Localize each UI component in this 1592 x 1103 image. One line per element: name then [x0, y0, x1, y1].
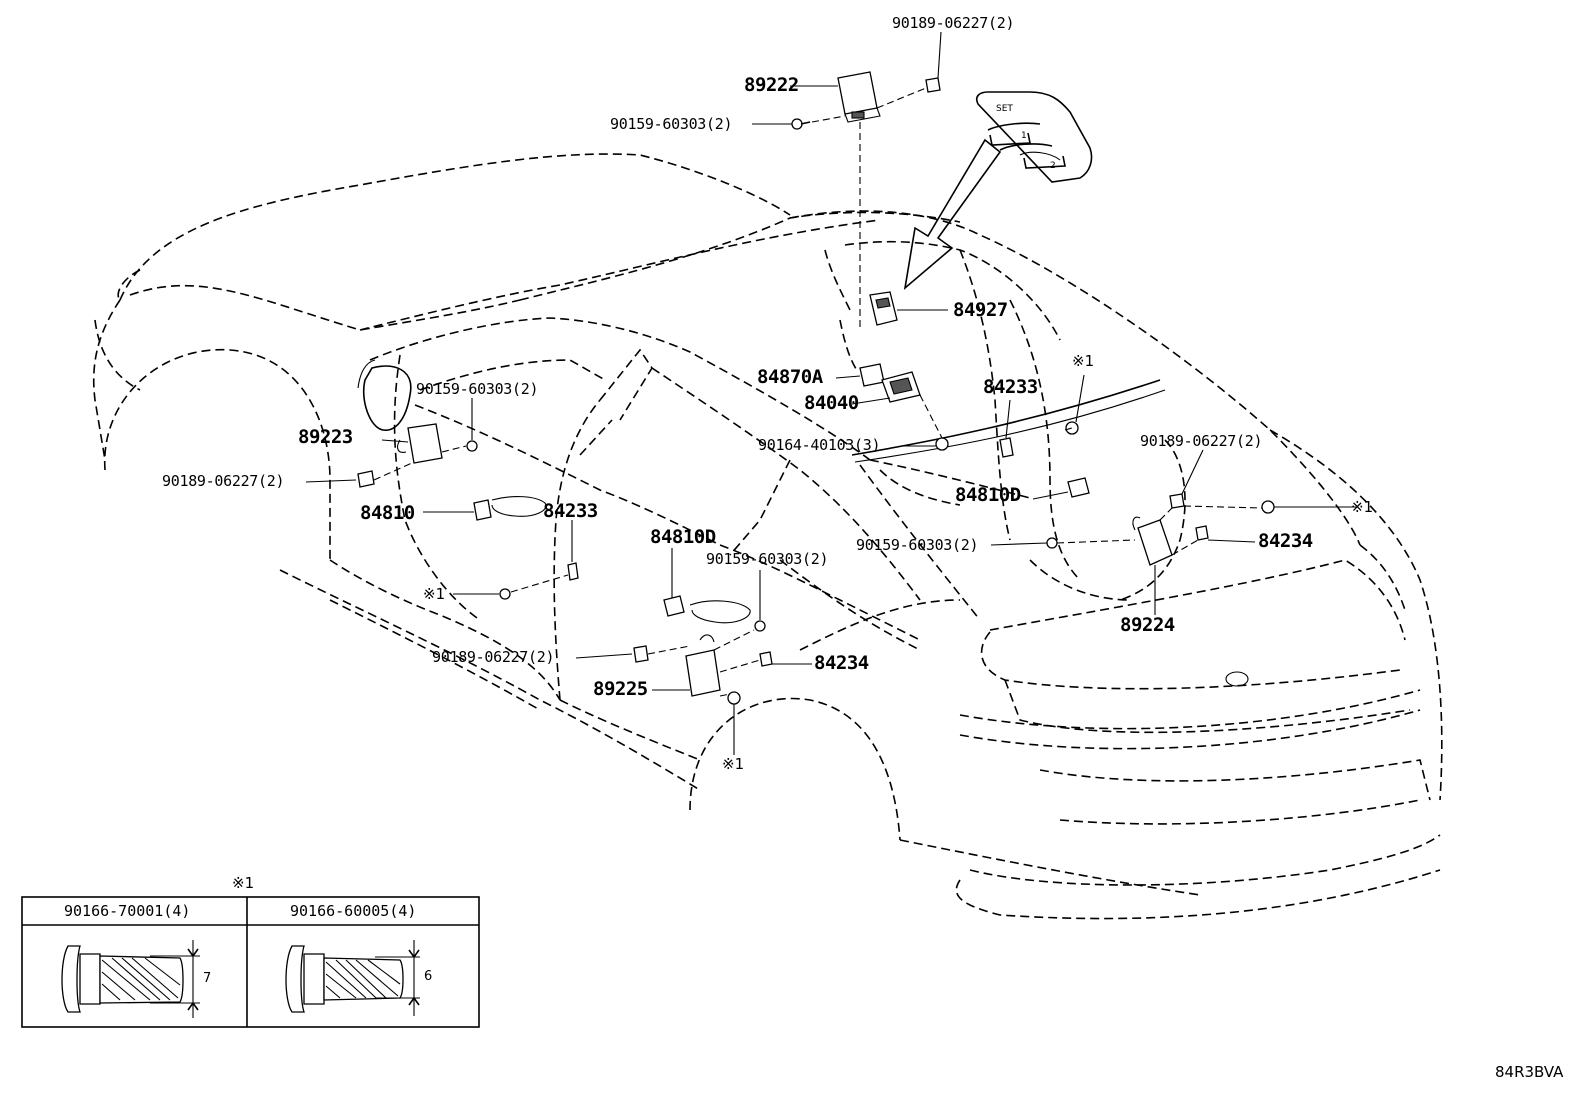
label-84234-left: 84234	[814, 652, 869, 674]
screw-70001-icon	[61, 940, 200, 1018]
label-ref1-bottom: ※1	[722, 755, 745, 773]
label-90159-60303-left: 90159-60303(2)	[416, 380, 539, 398]
switch-panel-inset	[903, 91, 1093, 291]
label-84233-right: 84233	[983, 376, 1038, 398]
diagram-code: 84R3BVA	[1495, 1063, 1564, 1081]
table-col1-dimension: 7	[203, 971, 212, 986]
label-ref1-right: ※1	[1351, 498, 1374, 516]
label-90159-60303-top: 90159-60303(2)	[610, 115, 733, 133]
label-90189-06227-right: 90189-06227(2)	[1140, 432, 1263, 450]
table-col2-code: 90166-60005(4)	[290, 902, 417, 920]
switch-button-1-label: 1	[1021, 131, 1027, 141]
label-89222: 89222	[744, 74, 799, 96]
label-ref1-mid: ※1	[1072, 352, 1095, 370]
label-90164-40103: 90164-40103(3)	[758, 436, 881, 454]
label-84927: 84927	[953, 299, 1008, 321]
table-col2-dimension: 6	[424, 969, 433, 984]
label-90159-60303-right: 90159-60303(2)	[856, 536, 979, 554]
label-84810D-left: 84810D	[650, 526, 716, 548]
screw-60005-icon	[285, 940, 420, 1016]
label-84234-right: 84234	[1258, 530, 1313, 552]
label-84870A: 84870A	[757, 366, 823, 388]
label-90189-06227-top: 90189-06227(2)	[892, 14, 1015, 32]
car-outline	[92, 153, 1443, 920]
label-90189-06227-left: 90189-06227(2)	[162, 472, 285, 490]
label-84233-left: 84233	[543, 500, 598, 522]
switch-set-label: SET	[996, 104, 1013, 114]
label-89224: 89224	[1120, 614, 1175, 636]
label-90159-60303-mid: 90159-60303(2)	[706, 550, 829, 568]
label-84810D-right: 84810D	[955, 484, 1021, 506]
label-89225: 89225	[593, 678, 648, 700]
label-84040: 84040	[804, 392, 859, 414]
label-89223: 89223	[298, 426, 353, 448]
label-90189-06227-bottom: 90189-06227(2)	[432, 648, 555, 666]
table-col1-code: 90166-70001(4)	[64, 902, 191, 920]
leader-lines	[305, 31, 1356, 755]
label-84810: 84810	[360, 502, 415, 524]
label-ref1-left: ※1	[423, 585, 446, 603]
switch-button-2-label: 2	[1050, 161, 1056, 171]
fastener-table	[21, 896, 480, 1028]
table-ref-title: ※1	[232, 874, 255, 892]
